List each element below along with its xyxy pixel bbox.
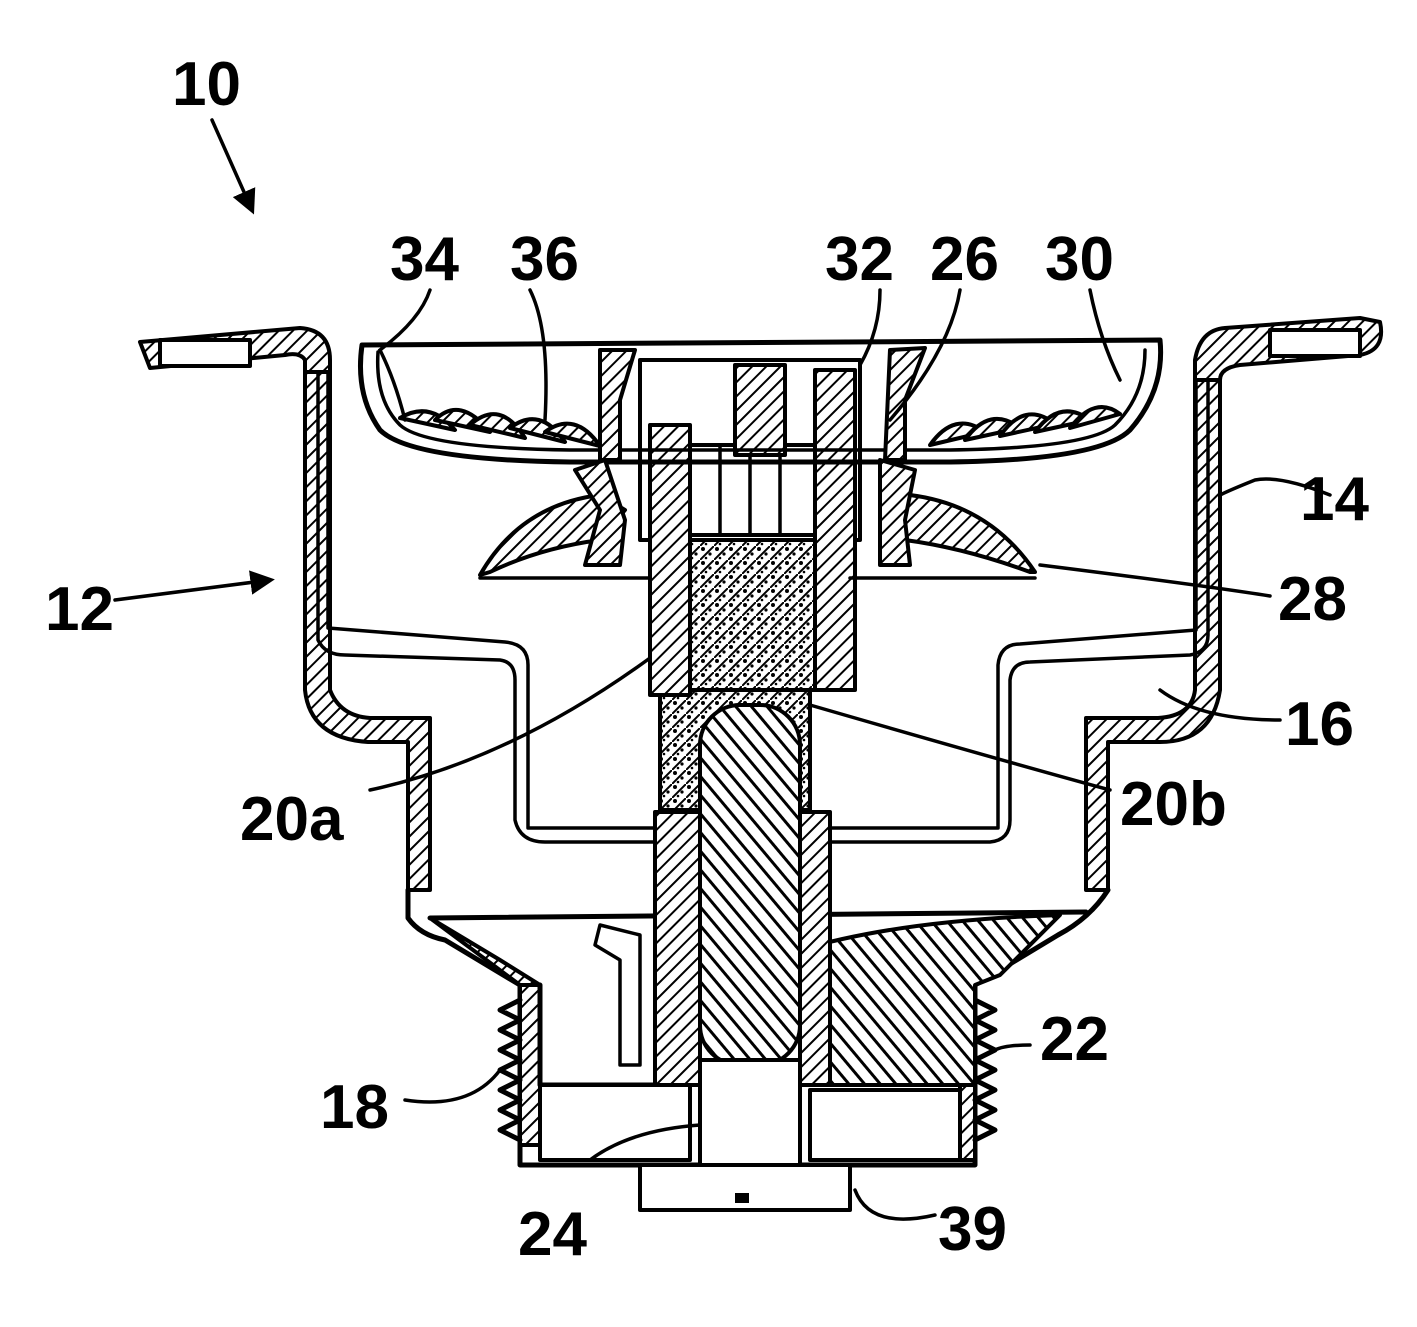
blades-left bbox=[398, 408, 602, 448]
reference-labels: 10 34 36 32 26 30 14 12 28 16 20a 20b 22… bbox=[45, 50, 1369, 1269]
label-hub: 32 bbox=[825, 225, 894, 294]
leader-lines bbox=[113, 118, 1332, 1221]
label-shaft-lower: 24 bbox=[518, 1200, 587, 1269]
base-body bbox=[405, 887, 1111, 1168]
label-assembly: 10 bbox=[172, 50, 241, 119]
label-thread-right: 22 bbox=[1040, 1005, 1109, 1074]
label-housing: 12 bbox=[45, 575, 114, 644]
disk bbox=[478, 458, 1037, 580]
central-shaft bbox=[638, 358, 862, 1212]
label-wall-lower: 16 bbox=[1285, 690, 1354, 759]
label-flange-right: 30 bbox=[1045, 225, 1114, 294]
label-blades: 36 bbox=[510, 225, 579, 294]
label-thread-left: 18 bbox=[320, 1073, 389, 1142]
label-basket: 34 bbox=[390, 225, 459, 294]
blades-right bbox=[928, 405, 1122, 447]
label-collar: 26 bbox=[930, 225, 999, 294]
label-end-cap: 39 bbox=[938, 1195, 1007, 1264]
label-disk: 28 bbox=[1278, 565, 1347, 634]
label-member-left: 20a bbox=[240, 785, 344, 854]
label-member-right: 20b bbox=[1120, 770, 1227, 839]
label-wall-upper: 14 bbox=[1300, 465, 1369, 534]
